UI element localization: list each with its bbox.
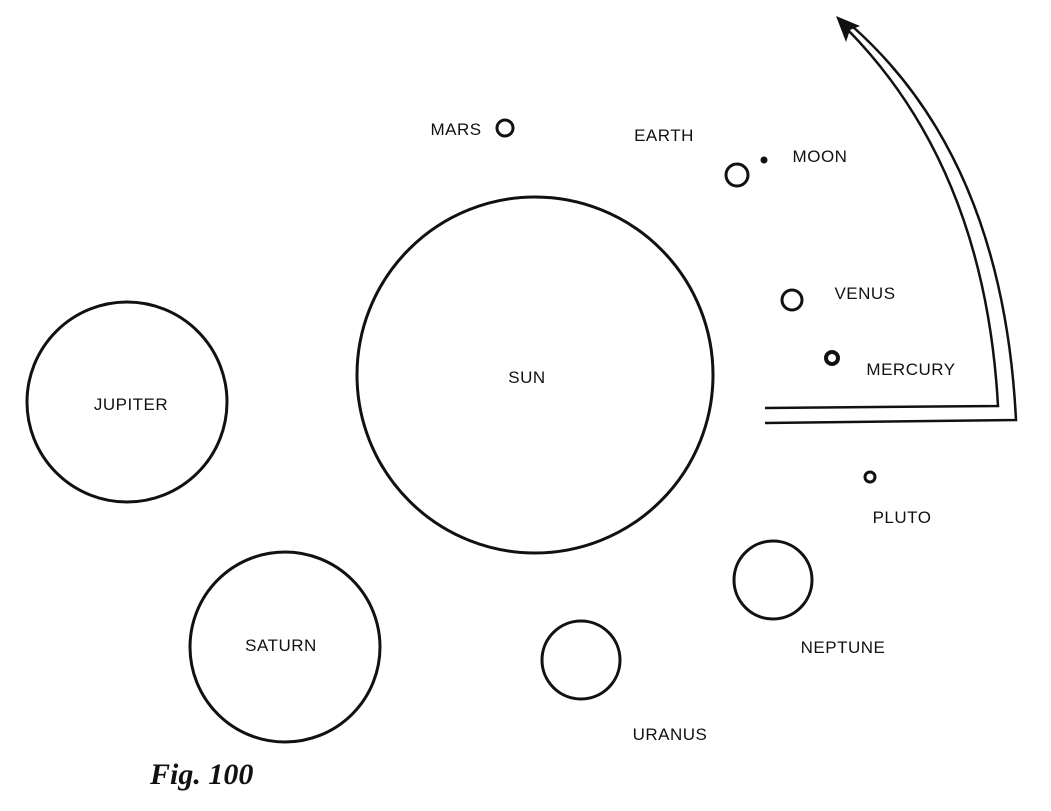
label-venus: VENUS [834, 284, 896, 303]
figure-caption: Fig. 100 [150, 758, 254, 791]
label-mars: MARS [430, 120, 482, 139]
jupiter-circle [25, 300, 229, 504]
label-earth: EARTH [634, 126, 694, 145]
saturn-circle [188, 550, 382, 744]
mercury-circle [824, 350, 840, 366]
label-jupiter: JUPITER [93, 395, 169, 414]
label-uranus: URANUS [632, 725, 708, 744]
neptune-circle [732, 539, 814, 621]
uranus-circle [540, 619, 622, 701]
sun-circle [355, 195, 715, 555]
label-mercury: MERCURY [866, 360, 956, 379]
earth-circle [724, 162, 750, 188]
orbit-direction-arrow [764, 25, 1018, 425]
moon-dot [760, 156, 768, 164]
arrowhead-icon [836, 16, 860, 42]
label-pluto: PLUTO [872, 508, 932, 527]
pluto-circle [863, 470, 877, 484]
label-sun: SUN [508, 368, 546, 387]
venus-circle [780, 288, 804, 312]
label-saturn: SATURN [245, 636, 317, 655]
label-moon: MOON [792, 147, 848, 166]
label-neptune: NEPTUNE [800, 638, 886, 657]
mars-circle [495, 118, 515, 138]
